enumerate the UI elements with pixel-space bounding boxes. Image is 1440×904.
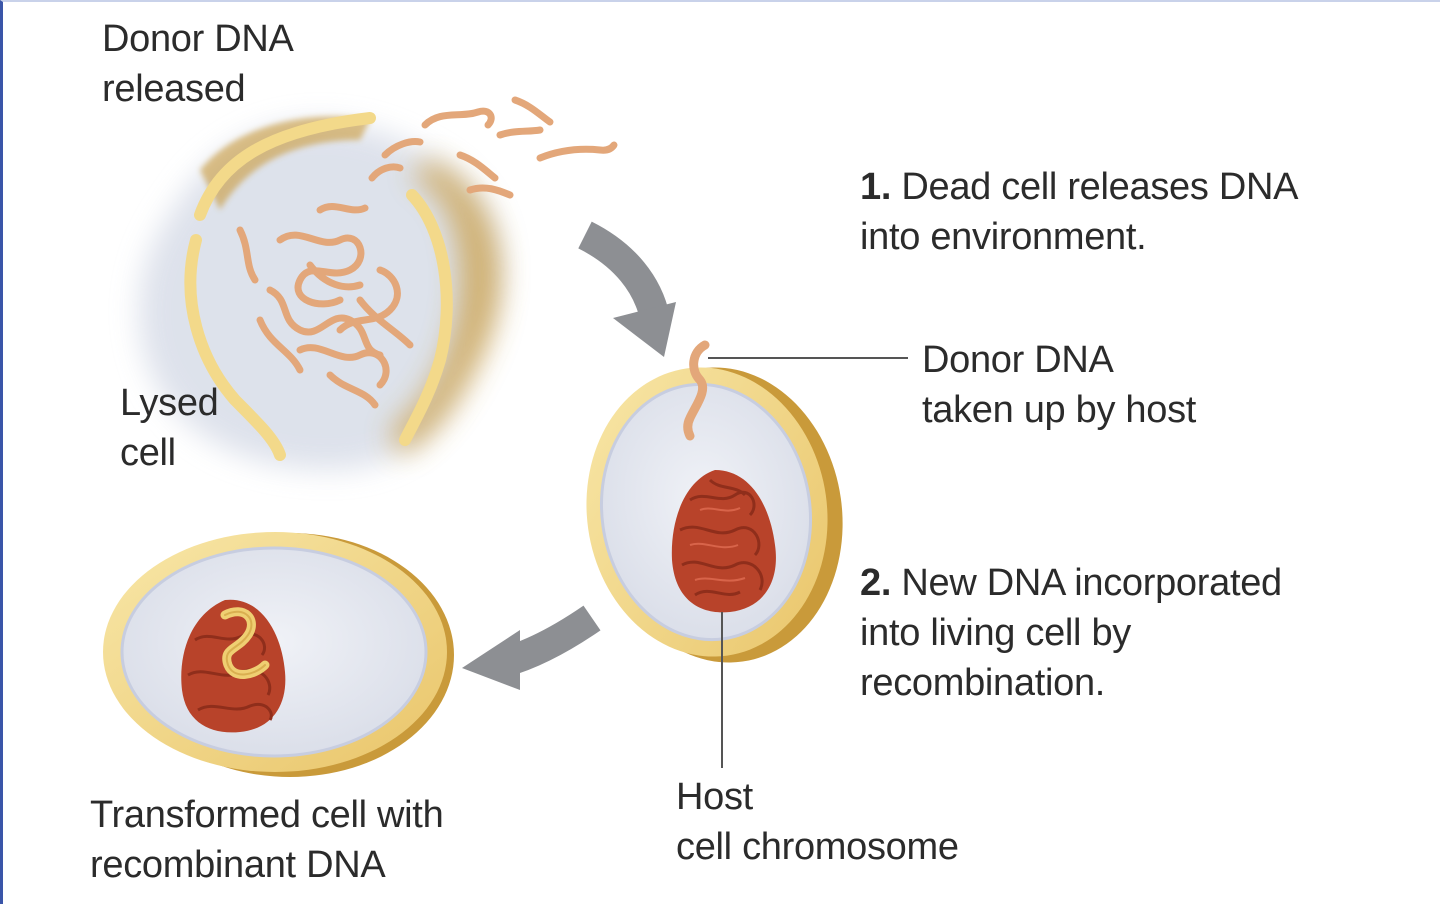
donor-dna-entering — [683, 340, 710, 441]
lysed-cell-haze — [139, 122, 501, 471]
label-donor-dna-released: Donor DNA released — [102, 14, 294, 114]
donor-dna-tangle — [236, 202, 414, 409]
step1-caption: 1. Dead cell releases DNA into environme… — [860, 162, 1298, 262]
lysed-cell-wall-segment-top — [194, 112, 376, 221]
arrow-step1 — [577, 221, 676, 357]
label-host-chromosome-line2: cell chromosome — [676, 826, 959, 868]
step2-line1: New DNA incorporated — [891, 562, 1282, 604]
lysed-cell-wall-segment-right — [399, 189, 453, 446]
step1-line2: into environment. — [860, 216, 1147, 258]
label-transformed-cell-line1: Transformed cell with — [90, 794, 444, 836]
lysed-cell-wall-segment-left — [184, 234, 286, 461]
label-donor-dna-taken-up-line1: Donor DNA — [922, 339, 1114, 381]
lysed-cell-wall-shadow-left — [200, 116, 370, 210]
released-dna-fragments — [368, 96, 618, 199]
step2-caption: 2. New DNA incorporated into living cell… — [860, 558, 1282, 708]
label-lysed-cell: Lysed cell — [120, 378, 219, 478]
transformed-cell — [103, 532, 454, 777]
label-host-chromosome: Host cell chromosome — [676, 772, 959, 872]
host-cell — [586, 340, 843, 663]
arrow-step2 — [462, 605, 601, 690]
label-donor-dna-released-line1: Donor DNA — [102, 18, 294, 60]
label-lysed-cell-line1: Lysed — [120, 382, 219, 424]
recombinant-chromosome — [181, 599, 286, 733]
step2-line2: into living cell by — [860, 612, 1131, 654]
host-chromosome — [671, 470, 776, 613]
step2-number: 2. — [860, 562, 892, 604]
label-donor-dna-taken-up-line2: taken up by host — [922, 389, 1197, 431]
label-host-chromosome-line1: Host — [676, 776, 753, 818]
step1-line1: Dead cell releases DNA — [891, 166, 1299, 208]
label-donor-dna-released-line2: released — [102, 68, 246, 110]
lysed-cell — [139, 96, 618, 471]
lysed-cell-wall-shadow — [390, 160, 501, 455]
label-transformed-cell: Transformed cell with recombinant DNA — [90, 790, 444, 890]
label-transformed-cell-line2: recombinant DNA — [90, 844, 386, 886]
step2-line3: recombination. — [860, 662, 1106, 704]
label-lysed-cell-line2: cell — [120, 432, 176, 474]
label-donor-dna-taken-up: Donor DNA taken up by host — [922, 335, 1196, 435]
step1-number: 1. — [860, 166, 892, 208]
